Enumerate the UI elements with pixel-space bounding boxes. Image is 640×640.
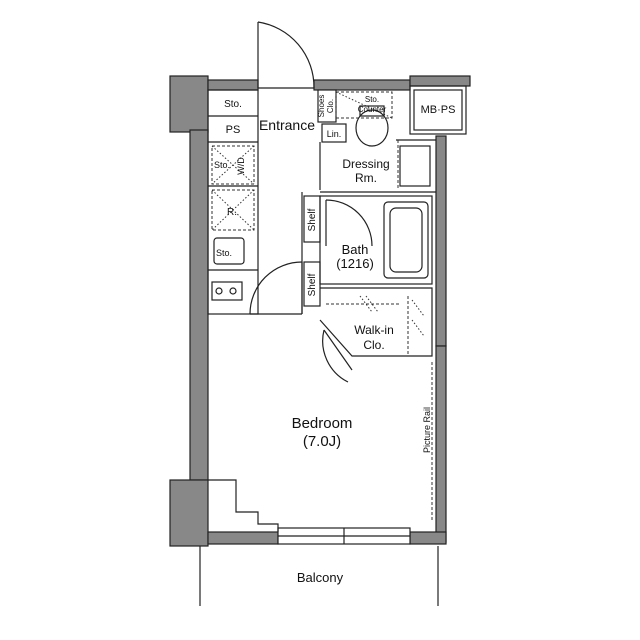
left-pillar-bottom: [169, 479, 209, 547]
shoes-closet-label-1: Shoes: [317, 95, 326, 118]
entrance-storage-label: Sto.: [224, 99, 242, 110]
bottom-wall-right: [409, 531, 447, 545]
dressing-room-label-1: Dressing: [342, 157, 389, 171]
bedroom-label-2: (7.0J): [303, 433, 341, 450]
top-wall-left: [207, 79, 259, 91]
dressing-room-label-2: Rm.: [355, 171, 377, 185]
storage-counter-label-2: Counter: [358, 105, 387, 114]
washer-storage-label: Sto.: [214, 160, 230, 170]
left-pillar-top: [169, 75, 209, 133]
walk-in-closet-label-1: Walk-in: [354, 323, 394, 337]
picture-rail-label: Picture Rail: [422, 407, 432, 453]
bath-label-1: Bath: [342, 242, 369, 257]
fixture-labels: Sto. PS Shoes Clo. Lin. Sto. Counter MB·…: [214, 95, 455, 453]
storage-counter-label-1: Sto.: [365, 95, 379, 104]
top-wall-right: [409, 75, 471, 87]
shelf-top-label: Shelf: [307, 208, 318, 231]
bedroom-label-1: Bedroom: [292, 415, 353, 432]
washer-dryer-label: W/D: [236, 157, 246, 175]
entrance-door: [257, 21, 315, 89]
balcony-label: Balcony: [297, 570, 344, 585]
entrance-label: Entrance: [259, 117, 315, 133]
pipe-space-label: PS: [226, 124, 241, 136]
room-labels: Entrance Dressing Rm. Bath (1216) Walk-i…: [259, 117, 394, 585]
right-wall-bottom: [435, 345, 447, 543]
refrigerator-label: R.: [227, 207, 237, 218]
mb-ps-label: MB·PS: [421, 104, 456, 116]
shoes-closet-label-2: Clo.: [326, 99, 335, 113]
bottom-wall-left: [207, 531, 279, 545]
linen-label: Lin.: [327, 129, 342, 139]
shelf-bottom-label: Shelf: [307, 273, 318, 296]
balcony-outline: [199, 546, 439, 606]
balcony-window: [277, 527, 411, 545]
interior-partitions: [207, 85, 467, 532]
top-wall-mid: [313, 79, 411, 91]
left-wall: [189, 129, 209, 481]
bath-label-2: (1216): [336, 256, 374, 271]
walk-in-closet-label-2: Clo.: [363, 338, 384, 352]
sink-storage-label: Sto.: [216, 248, 232, 258]
right-wall-top: [435, 135, 447, 347]
